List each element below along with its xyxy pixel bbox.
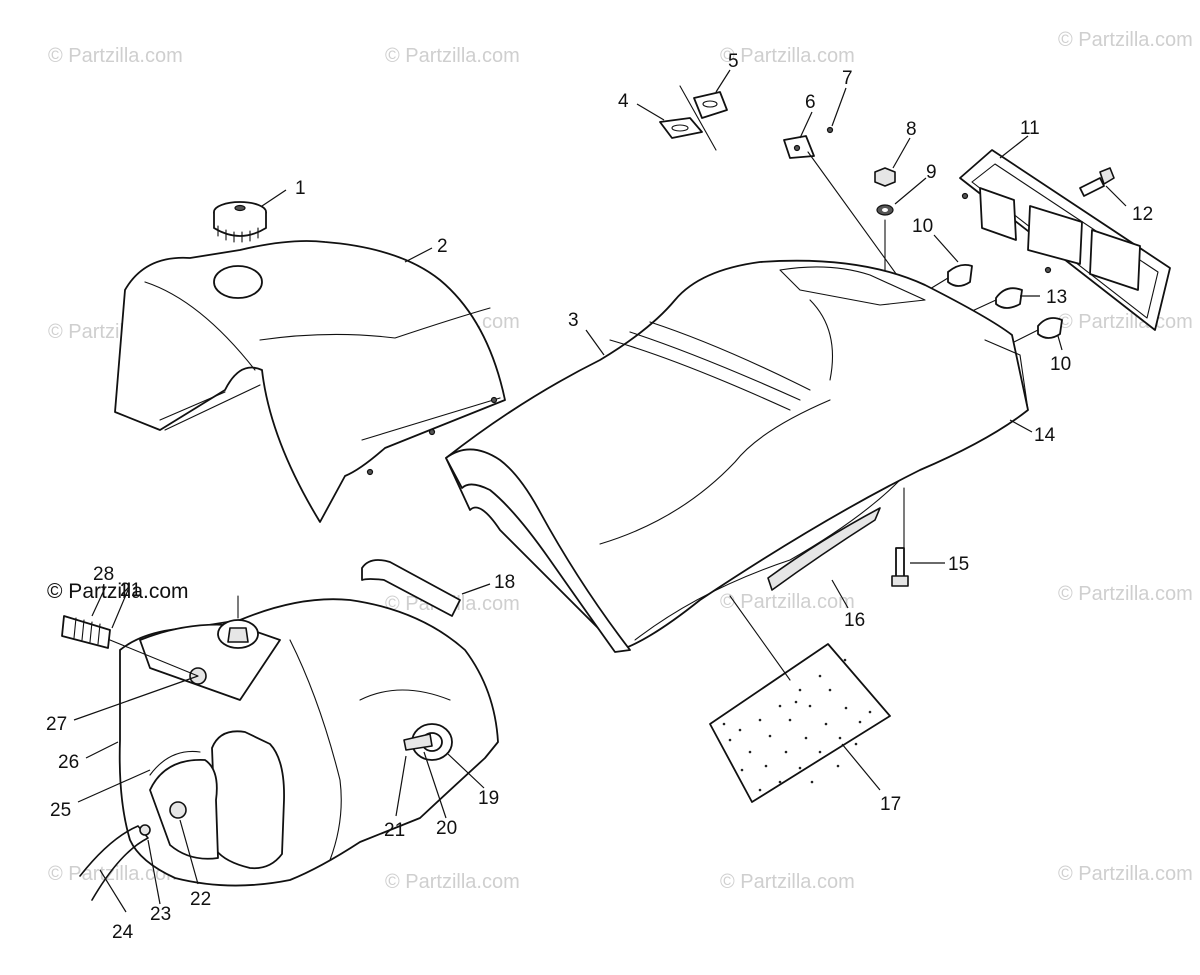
watermark: © Partzilla.com	[1058, 311, 1193, 333]
callout-27: 27	[46, 714, 67, 735]
watermark: © Partzilla.com	[385, 871, 520, 893]
callout-4: 4	[618, 91, 629, 112]
callout-13: 13	[1046, 287, 1067, 308]
watermark: © Partzilla.com	[1058, 583, 1193, 605]
callout-8: 8	[906, 119, 917, 140]
callout-10-top: 10	[912, 216, 933, 237]
callout-11: 11	[1020, 118, 1040, 139]
callout-15: 15	[948, 554, 969, 575]
strap-part	[361, 559, 461, 617]
bolt-part	[891, 487, 909, 587]
callout-23: 23	[150, 904, 171, 925]
callout-10-bottom: 10	[1050, 354, 1071, 375]
callout-18: 18	[494, 572, 515, 593]
foam-pad-part	[709, 595, 891, 803]
callout-6: 6	[805, 92, 816, 113]
nut-washer-parts	[874, 167, 896, 301]
bracket-part	[783, 126, 916, 301]
gas-cap-part	[213, 201, 267, 243]
leader-lines	[73, 69, 1127, 913]
callout-17: 17	[880, 794, 901, 815]
callout-14: 14	[1034, 425, 1056, 446]
callout-5: 5	[728, 51, 739, 72]
bulb-parts	[919, 263, 1063, 343]
screw-part	[1079, 167, 1115, 197]
callout-12: 12	[1132, 204, 1153, 225]
callout-28: 28	[93, 564, 114, 585]
callout-3: 3	[568, 310, 579, 331]
callout-26: 26	[58, 752, 79, 773]
callout-9: 9	[926, 162, 937, 183]
watermark: © Partzilla.com	[1058, 863, 1193, 885]
callout-2: 2	[437, 236, 448, 257]
callout-20: 20	[436, 818, 457, 839]
callout-7: 7	[842, 68, 853, 89]
callout-16: 16	[844, 610, 865, 631]
callout-25: 25	[50, 800, 71, 821]
callout-21-top: 21	[120, 580, 141, 601]
callout-1: 1	[295, 178, 306, 199]
watermark-dark: © Partzilla.com	[47, 580, 189, 603]
callout-22: 22	[190, 889, 211, 910]
watermark: © Partzilla.com	[385, 45, 520, 67]
callout-labels: 1 2 3 5 4 6 7 8 9 10 11 12 13 10 14 15 1…	[46, 51, 1153, 943]
watermark: © Partzilla.com	[720, 45, 855, 67]
watermark: © Partzilla.com	[1058, 29, 1193, 51]
callout-19: 19	[478, 788, 499, 809]
watermark: © Partzilla.com	[48, 45, 183, 67]
watermark: © Partzilla.com	[48, 863, 183, 885]
seat-part	[445, 259, 1029, 653]
callout-24: 24	[112, 922, 134, 943]
fuel-tank-part	[61, 595, 499, 901]
callout-21-bottom: 21	[384, 820, 405, 841]
watermark: © Partzilla.com	[720, 871, 855, 893]
watermark: © Partzilla.com	[720, 591, 855, 613]
hood-cover-part	[114, 240, 506, 523]
tail-light-frame-part	[959, 149, 1171, 331]
grommet-parts	[659, 85, 728, 151]
